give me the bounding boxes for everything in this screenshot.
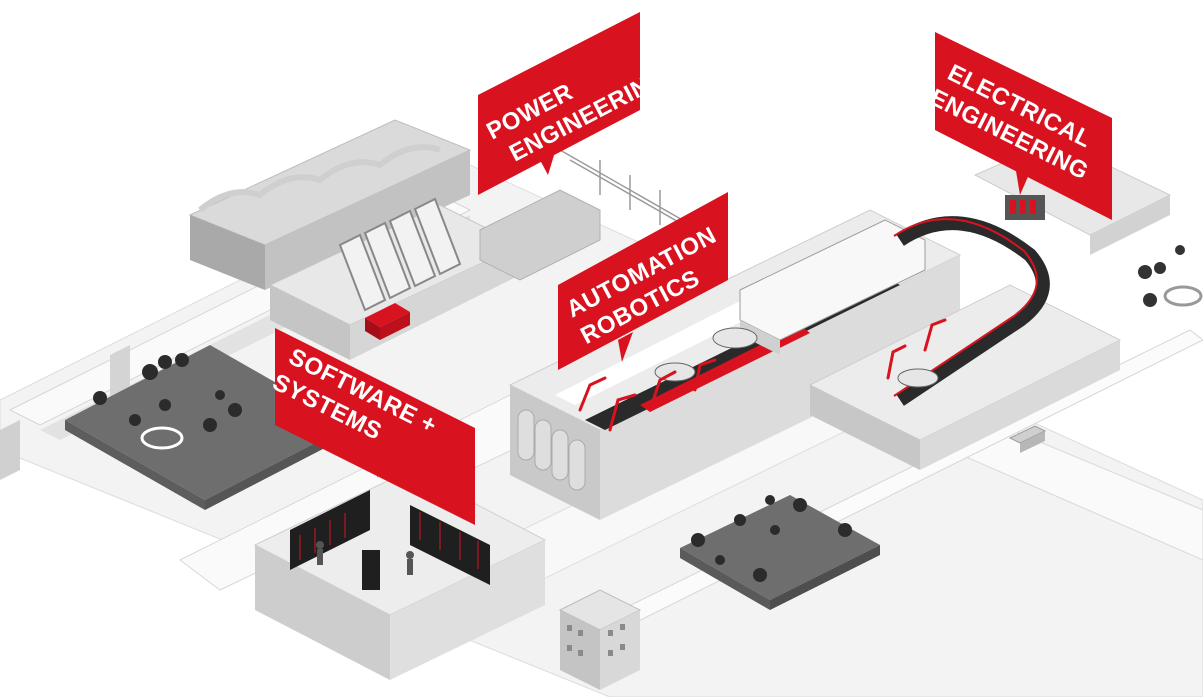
tree-icon (691, 495, 852, 582)
truck-icon (1008, 425, 1047, 453)
car-icon (897, 368, 939, 388)
robot-arm-icon (578, 358, 717, 432)
fountain-icon (140, 426, 184, 450)
assembly-building (808, 216, 1122, 470)
office-building-icon (558, 589, 642, 690)
park-right (680, 495, 880, 610)
server-rack-icon (290, 490, 490, 590)
robot-arm-icon (886, 318, 947, 380)
sign-power-engineering: POWER ENGINEERING (478, 12, 671, 195)
tree-icon (1138, 245, 1185, 307)
hydro-dam-icon (188, 119, 711, 360)
factory-building (508, 209, 962, 520)
storage-tank-icon (517, 409, 586, 491)
person-icon (316, 541, 414, 575)
tree-icon (93, 353, 242, 432)
park-left (65, 345, 350, 510)
